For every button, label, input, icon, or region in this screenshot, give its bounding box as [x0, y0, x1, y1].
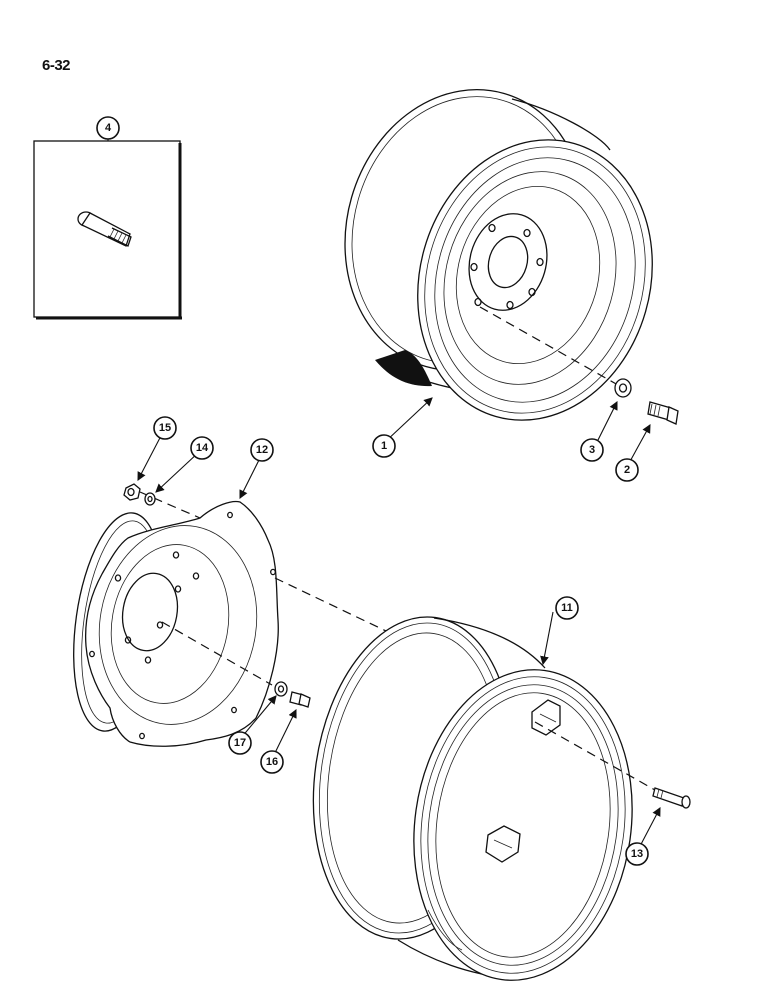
svg-text:17: 17: [234, 737, 246, 749]
callout-15: 15: [153, 416, 177, 440]
rim-11: [312, 616, 633, 981]
svg-text:14: 14: [196, 442, 209, 454]
callout-1: 1: [372, 434, 396, 458]
washer-3: [614, 378, 632, 398]
washer-17: [274, 681, 288, 697]
bolt-13: [652, 787, 691, 809]
svg-text:4: 4: [105, 122, 112, 134]
callout-14: 14: [190, 436, 214, 460]
svg-text:15: 15: [159, 422, 171, 434]
wheel-centre-12: [73, 500, 279, 747]
callout-4: 4: [96, 116, 120, 140]
callout-17: 17: [228, 731, 252, 755]
nut-axis-line: [139, 491, 201, 519]
svg-text:2: 2: [624, 464, 630, 476]
svg-text:12: 12: [256, 444, 268, 456]
washer-14: [144, 492, 156, 506]
svg-text:16: 16: [266, 756, 278, 768]
rim-clip-2: [485, 825, 521, 863]
inset-box: [33, 128, 182, 320]
wheel-disc-1: [344, 89, 653, 421]
bolt-axis-line: [479, 306, 619, 386]
callout-3: 3: [580, 438, 604, 462]
rim-bolt-axis: [534, 721, 656, 791]
svg-text:11: 11: [561, 602, 573, 614]
svg-text:3: 3: [589, 444, 595, 456]
callout-2: 2: [615, 458, 639, 482]
bolt-2: [647, 401, 679, 425]
bolt-axis-line-2: [161, 621, 273, 686]
callout-16: 16: [260, 750, 284, 774]
rim-clip: [531, 699, 561, 736]
svg-text:13: 13: [631, 848, 643, 860]
callout-11: 11: [555, 596, 579, 620]
callout-13: 13: [625, 842, 649, 866]
wheel-stud: [77, 211, 132, 247]
bolt-16: [289, 691, 311, 708]
svg-text:1: 1: [381, 440, 387, 452]
assembly-line: [274, 577, 406, 641]
nut-15: [123, 483, 141, 501]
callout-12: 12: [250, 438, 274, 462]
page-number: 6-32: [42, 57, 71, 74]
